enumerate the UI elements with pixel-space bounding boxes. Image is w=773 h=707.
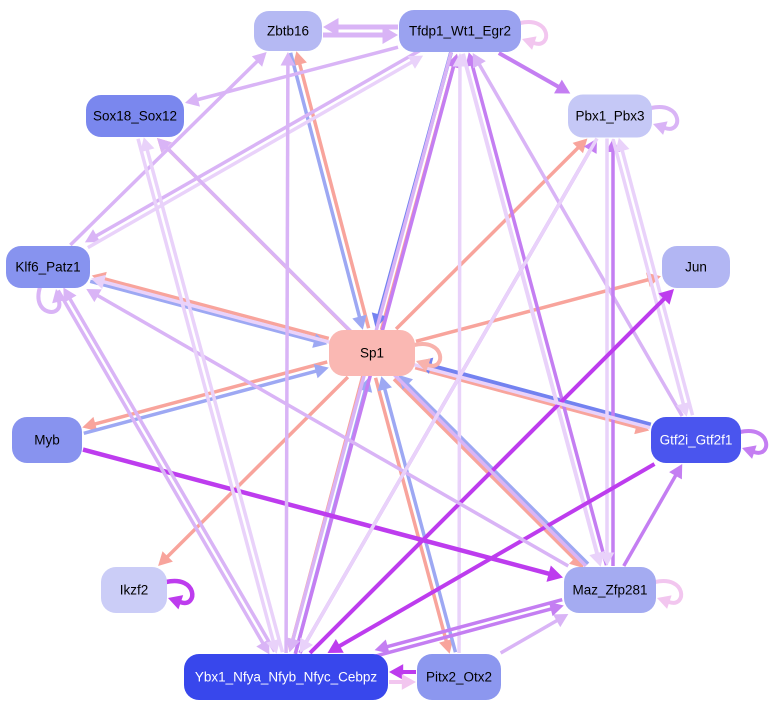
edge-gtf2i-ybx1 (327, 462, 656, 653)
edge-myb-sp1 (83, 364, 329, 435)
edge-ybx1-sox18 (140, 137, 285, 653)
node-label-sp1: Sp1 (360, 346, 384, 361)
edge-pitx2-tfdp1 (452, 53, 468, 654)
self-loop-maz (653, 579, 684, 609)
node-tfdp1[interactable]: Tfdp1_Wt1_Egr2 (399, 10, 521, 52)
node-label-jun: Jun (685, 260, 707, 275)
edge-pitx2-maz (499, 614, 569, 655)
node-zbtb16[interactable]: Zbtb16 (254, 11, 322, 51)
edge-zbtb16-tfdp1 (323, 26, 398, 44)
node-label-zbtb16: Zbtb16 (267, 24, 309, 39)
edge-gtf2i-tfdp1 (472, 53, 684, 417)
edge-klf6-tfdp1 (87, 55, 424, 250)
node-label-tfdp1: Tfdp1_Wt1_Egr2 (409, 24, 511, 39)
self-loop-tfdp1 (518, 20, 549, 50)
edge-ybx1-klf6 (63, 287, 277, 653)
edge-maz-gtf2i (622, 464, 683, 567)
edge-sp1-pbx1 (394, 138, 588, 331)
edge-maz-klf6 (86, 289, 570, 568)
node-label-ikzf2: Ikzf2 (120, 583, 149, 598)
edge-zbtb16-sp1 (288, 52, 367, 330)
node-jun[interactable]: Jun (662, 246, 730, 288)
node-label-myb: Myb (34, 433, 60, 448)
node-label-klf6: Klf6_Patz1 (15, 260, 80, 275)
edge-gtf2i-pbx1 (615, 137, 695, 416)
edge-ybx1-zbtb16 (280, 52, 296, 654)
edge-ybx1-maz (375, 601, 564, 658)
node-pitx2[interactable]: Pitx2_Otx2 (417, 654, 501, 700)
edge-tfdp1-sox18 (185, 45, 399, 107)
node-ikzf2[interactable]: Ikzf2 (101, 567, 167, 613)
node-gtf2i[interactable]: Gtf2i_Gtf2f1 (651, 417, 741, 463)
node-label-ybx1: Ybx1_Nfya_Nfyb_Nfyc_Cebpz (195, 670, 378, 685)
self-loop-ikzf2 (163, 578, 195, 610)
self-loop-klf6 (36, 285, 66, 314)
edge-tfdp1-pbx1 (497, 51, 571, 94)
node-label-pbx1: Pbx1_Pbx3 (575, 109, 644, 124)
edge-ybx1-pitx2 (389, 674, 416, 690)
edge-klf6-zbtb16 (69, 52, 267, 247)
self-loop-pbx1 (649, 105, 680, 135)
edge-pbx1-maz (599, 138, 615, 566)
self-loop-gtf2i (738, 429, 769, 459)
node-label-pitx2: Pitx2_Otx2 (426, 670, 492, 685)
edge-klf6-ybx1 (56, 289, 270, 655)
node-pbx1[interactable]: Pbx1_Pbx3 (568, 94, 652, 138)
edge-sox18-ybx1 (136, 138, 281, 654)
node-maz[interactable]: Maz_Zfp281 (564, 567, 656, 613)
node-label-maz: Maz_Zfp281 (572, 583, 647, 598)
node-sox18[interactable]: Sox18_Sox12 (86, 95, 184, 137)
edge-klf6-sp1 (89, 279, 328, 348)
self-loop-sp1 (412, 342, 443, 372)
edge-tfdp1-zbtb16 (323, 18, 398, 36)
edge-pbx1-gtf2i (611, 138, 691, 417)
edge-tfdp1-klf6 (84, 48, 421, 243)
edge-maz-ybx1 (374, 598, 563, 654)
node-label-sox18: Sox18_Sox12 (93, 109, 177, 124)
node-ybx1[interactable]: Ybx1_Nfya_Nfyb_Nfyc_Cebpz (184, 654, 388, 700)
edge-ybx1-jun (308, 289, 674, 655)
edge-sp1-klf6 (91, 271, 330, 341)
edge-sp1-pitx2 (373, 377, 454, 654)
node-label-gtf2i: Gtf2i_Gtf2f1 (660, 433, 733, 448)
node-myb[interactable]: Myb (12, 417, 82, 463)
node-klf6[interactable]: Klf6_Patz1 (6, 246, 90, 288)
edge-tfdp1-maz (461, 53, 605, 567)
edge-pitx2-ybx1 (389, 664, 416, 680)
edge-pbx1-ybx1 (299, 137, 599, 653)
node-sp1[interactable]: Sp1 (329, 330, 415, 376)
edge-sp1-zbtb16 (292, 51, 371, 329)
edge-pitx2-sp1 (377, 376, 458, 653)
